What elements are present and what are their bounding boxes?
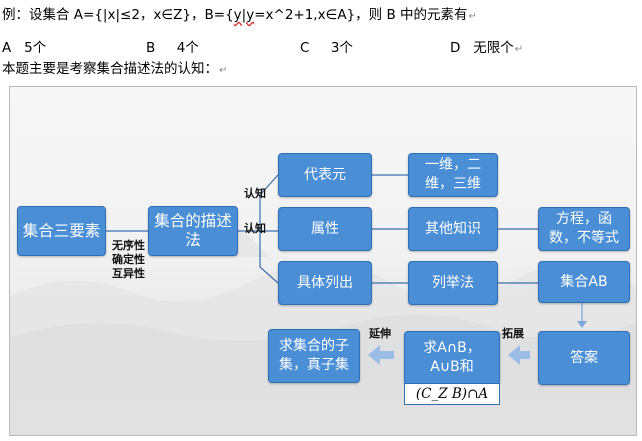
box-three-elements: 集合三要素 — [17, 206, 106, 256]
question-prefix: 例：设集合 A={|x|≤2，x∈Z}，B={ — [2, 7, 234, 23]
intro-line: 本题主要是考察集合描述法的认知：↵ — [2, 60, 227, 80]
formula-complement-intersection: (C_Z B)∩A — [404, 383, 500, 405]
label-recognition-2: 认知 — [244, 222, 266, 235]
box-equations: 方程，函数，不等式 — [538, 207, 630, 251]
box-dimensions: 一维，二维，三维 — [408, 153, 498, 197]
label-expand: 拓展 — [502, 327, 524, 340]
label-property-1: 无序性 — [112, 239, 145, 252]
box-set-ab: 集合AB — [538, 261, 630, 303]
option-c: C 3个 — [300, 40, 353, 56]
paragraph-mark-icon: ↵ — [219, 65, 228, 76]
box-other-knowledge: 其他知识 — [408, 207, 498, 251]
box-answer: 答案 — [538, 331, 630, 385]
paragraph-mark-icon: ↵ — [514, 44, 524, 55]
option-a: A 5个 — [2, 40, 47, 56]
box-description-method: 集合的描述法 — [148, 206, 238, 256]
box-enumeration: 列举法 — [408, 261, 498, 305]
label-property-2: 确定性 — [112, 253, 145, 266]
option-b: B 4个 — [146, 40, 199, 56]
concept-diagram: 集合三要素 集合的描述法 代表元 属性 具体列出 一维，二维，三维 其他知识 列… — [9, 86, 637, 436]
box-property: 属性 — [278, 207, 372, 251]
box-listing: 具体列出 — [278, 261, 372, 305]
question-suffix: =x^2+1,x∈A}，则 B 中的元素有 — [254, 7, 468, 23]
box-representative: 代表元 — [278, 153, 372, 197]
question-line: 例：设集合 A={|x|≤2，x∈Z}，B={y|y=x^2+1,x∈A}，则 … — [2, 6, 477, 26]
intro-text: 本题主要是考察集合描述法的认知： — [2, 61, 218, 77]
connector-lines — [106, 174, 587, 365]
label-extend: 延伸 — [369, 327, 391, 340]
option-d: D 无限个↵ — [450, 40, 524, 56]
paragraph-mark-icon: ↵ — [468, 11, 477, 22]
label-recognition-1: 认知 — [244, 187, 266, 200]
box-find-ops: 求A∩B，A∪B和 — [404, 331, 500, 385]
box-find-subsets: 求集合的子集，真子集 — [268, 329, 360, 383]
label-property-3: 互异性 — [112, 267, 145, 280]
question-underlined: y|y — [233, 7, 255, 23]
